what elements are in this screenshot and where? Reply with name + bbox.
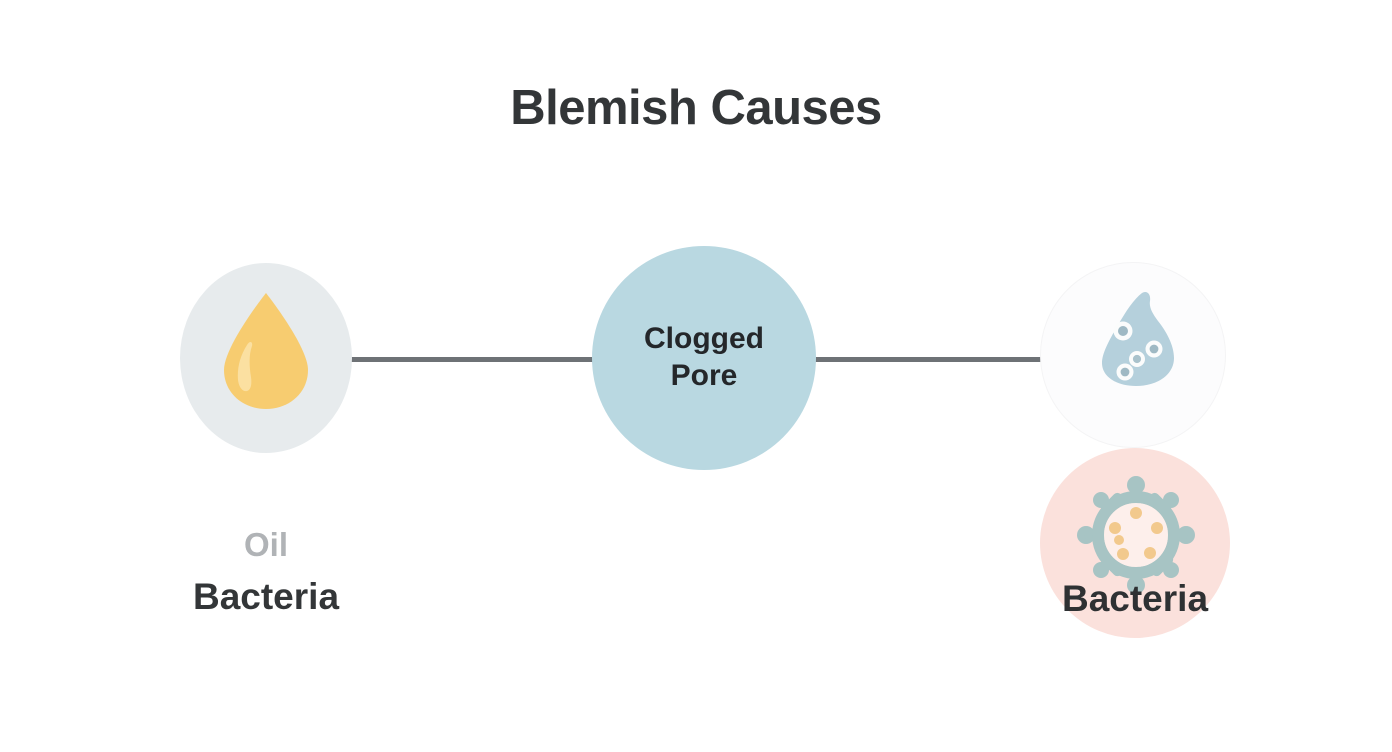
label-bacteria-left: Bacteria <box>192 576 340 617</box>
node-clogged-pore[interactable]: Clogged Pore <box>592 246 816 470</box>
node-pore[interactable] <box>1040 262 1226 448</box>
node-clogged-pore-label-line1: Clogged <box>644 322 764 356</box>
node-clogged-pore-label-line2: Pore <box>670 359 738 392</box>
page-title: Blemish Causes <box>510 81 882 135</box>
label-bacteria-right: Bacteria <box>1061 578 1209 619</box>
connector-clogged-pore-to-bacteria <box>812 357 1052 362</box>
node-oil[interactable] <box>180 263 352 453</box>
node-clogged-pore-label: Clogged Pore <box>644 321 764 394</box>
label-oil: Oil <box>243 526 288 563</box>
connector-oil-to-clogged-pore <box>348 357 606 362</box>
